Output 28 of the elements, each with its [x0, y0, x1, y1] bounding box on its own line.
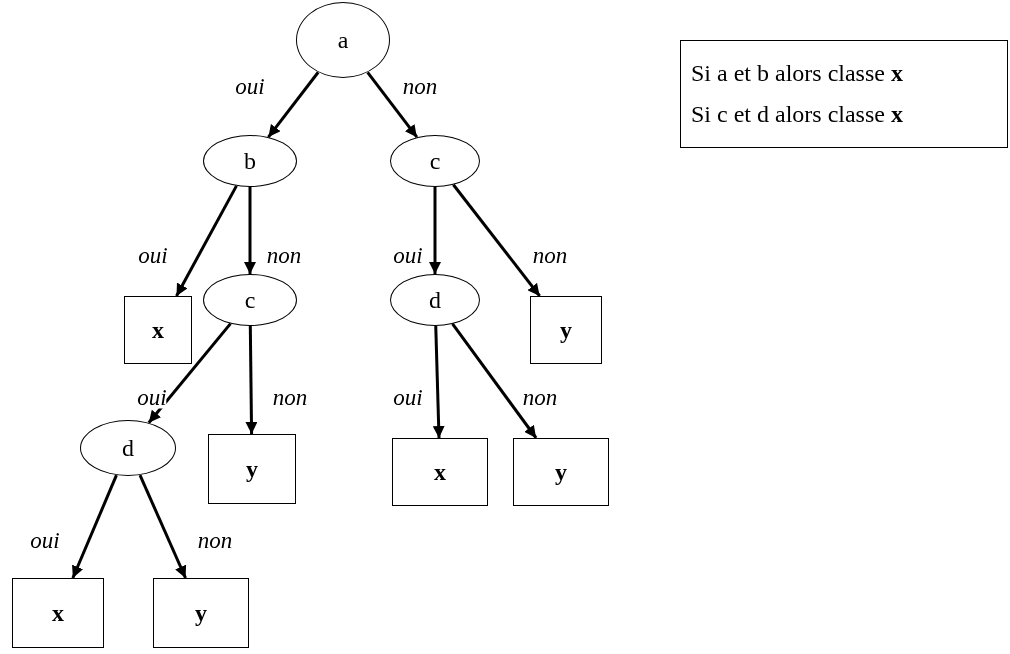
decision-ellipse: d	[390, 274, 480, 326]
arrow	[267, 71, 320, 138]
rules-box	[680, 40, 1008, 148]
rule-text: Si a et b alors classe x	[691, 60, 904, 87]
decision-ellipse: a	[296, 2, 390, 78]
arrow	[366, 71, 419, 139]
arrow	[432, 325, 445, 439]
decision-ellipse: c	[203, 274, 297, 326]
rule-text: Si c et d alors classe x	[691, 101, 904, 128]
decision-ellipse: c	[390, 135, 480, 187]
leaf-box: y	[208, 434, 296, 504]
leaf-box: x	[392, 438, 488, 506]
arrow	[147, 322, 232, 424]
arrow	[175, 185, 238, 297]
decision-ellipse: d	[80, 420, 176, 476]
arrow	[244, 187, 256, 274]
leaf-box: x	[12, 578, 104, 648]
decision-ellipse: b	[203, 135, 297, 187]
arrow	[429, 187, 441, 274]
arrow	[71, 474, 118, 579]
arrow	[451, 323, 538, 439]
leaf-box: y	[153, 578, 249, 648]
arrow	[138, 474, 187, 579]
arrow	[452, 183, 541, 297]
leaf-box: y	[513, 438, 609, 506]
leaf-box: y	[530, 296, 602, 364]
arrow	[245, 326, 258, 435]
leaf-box: x	[124, 296, 192, 364]
